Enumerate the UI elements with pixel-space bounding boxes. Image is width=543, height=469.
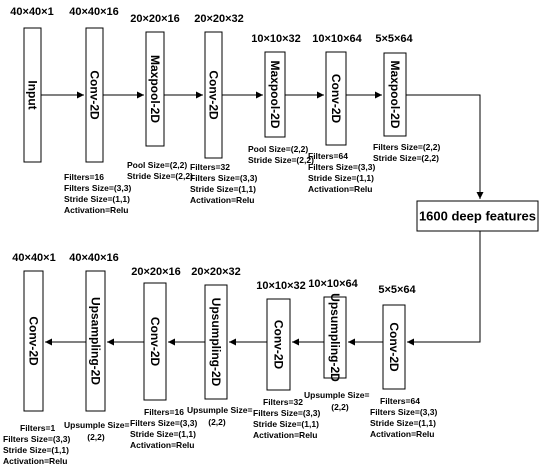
up2-dim: 20×20×32 [191, 266, 241, 278]
conv-d3-param: Activation=Relu [130, 440, 194, 450]
out-param: Activation=Relu [3, 456, 67, 466]
up3-dim: 40×40×16 [69, 252, 119, 264]
conv-d1-param: Filters Size=(3,3) [370, 407, 437, 417]
conv3-param: Filters Size=(3,3) [308, 162, 375, 172]
conv1-param: Filters=16 [64, 172, 104, 182]
pool3-param: Filters Size=(2,2) [373, 142, 440, 152]
conv-d1-block [382, 304, 406, 390]
conv-d2-dim: 10×10×32 [256, 280, 306, 292]
conv-d3-dim: 20×20×16 [131, 266, 181, 278]
pool1-param: Stride Size=(2,2) [127, 171, 193, 181]
pool1-dim: 20×20×16 [130, 13, 180, 25]
pool2-param: Pool Size=(2,2) [248, 144, 308, 154]
out-param: Filters=1 [20, 423, 55, 433]
conv3-dim: 10×10×64 [312, 33, 362, 45]
conv-d2-block [266, 298, 291, 391]
conv2-label: Conv-2D [207, 70, 221, 120]
conv3-label: Conv-2D [329, 74, 343, 124]
conv2-param: Filters=32 [190, 162, 230, 172]
conv-d2-param: Filters=32 [263, 397, 303, 407]
deep-features-box [416, 200, 539, 232]
pool1-param: Pool Size=(2,2) [127, 160, 187, 170]
up3-block [85, 270, 106, 412]
up3-param: Upsumple Size= [64, 420, 129, 430]
up1-param: Upsumple Size= [304, 390, 369, 400]
conv-d2-label: Conv-2D [272, 320, 286, 370]
conv-d2-param: Stride Size=(1,1) [253, 419, 319, 429]
conv-d1-dim: 5×5×64 [378, 284, 416, 296]
conv-d3-param: Stride Size=(1,1) [130, 429, 196, 439]
out-label: Conv-2D [27, 316, 41, 366]
pool3-label: Maxpool-2D [388, 60, 402, 128]
up2-label: Upsumpling-2D [209, 298, 223, 387]
pool3-param: Stride Size=(2,2) [373, 153, 439, 163]
conv-d1-label: Conv-2D [387, 322, 401, 372]
conv-d2-param: Filters Size=(3,3) [253, 408, 320, 418]
conv1-dim: 40×40×16 [69, 6, 119, 18]
pool2-param: Stride Size=(2,2) [248, 155, 314, 165]
conv1-param: Stride Size=(1,1) [64, 194, 130, 204]
conv-d3-label: Conv-2D [148, 317, 162, 367]
conv2-param: Stride Size=(1,1) [190, 184, 256, 194]
up1-dim: 10×10×64 [308, 278, 358, 290]
pool2-dim: 10×10×32 [251, 33, 301, 45]
conv-d3-param: Filters Size=(3,3) [130, 418, 197, 428]
out-param: Filters Size=(3,3) [3, 434, 70, 444]
up1-block [323, 296, 347, 379]
pool2-label: Maxpool-2D [268, 60, 282, 128]
out-dim: 40×40×1 [12, 252, 55, 264]
conv-d1-param: Stride Size=(1,1) [370, 418, 436, 428]
pool1-label: Maxpool-2D [148, 55, 162, 123]
conv1-label: Conv-2D [88, 70, 102, 120]
up1-param: (2,2) [331, 402, 349, 412]
conv2-param: Filters Size=(3,3) [190, 173, 257, 183]
conv3-block [325, 51, 347, 146]
conv3-param: Filters=64 [308, 151, 348, 161]
conv3-param: Activation=Relu [308, 184, 372, 194]
up3-label: Upsampling-2D [89, 297, 103, 385]
conv1-param: Filters Size=(3,3) [64, 183, 131, 193]
conv-d2-param: Activation=Relu [253, 430, 317, 440]
conv1-param: Activation=Relu [64, 205, 128, 215]
arrow-pool3-features [406, 94, 484, 199]
conv2-param: Activation=Relu [190, 195, 254, 205]
conv-d3-param: Filters=16 [144, 407, 184, 417]
conv-d1-param: Filters=64 [380, 396, 420, 406]
deep-features-label: 1600 deep features [419, 209, 536, 224]
input-dim: 40×40×1 [10, 6, 53, 18]
conv-d1-param: Activation=Relu [370, 429, 434, 439]
conv2-dim: 20×20×32 [194, 13, 244, 25]
out-block [23, 270, 44, 412]
out-param: Stride Size=(1,1) [3, 445, 69, 455]
input-label: Input [26, 80, 40, 109]
arrow-features-conv-d1 [407, 231, 481, 346]
up2-param: (2,2) [208, 417, 226, 427]
up2-param: Upsumple Size= [187, 405, 252, 415]
pool1-block [145, 31, 165, 147]
up1-label: Upsumpling-2D [328, 293, 342, 382]
pool3-dim: 5×5×64 [375, 33, 413, 45]
conv3-param: Stride Size=(1,1) [308, 173, 374, 183]
up3-param: (2,2) [87, 432, 105, 442]
